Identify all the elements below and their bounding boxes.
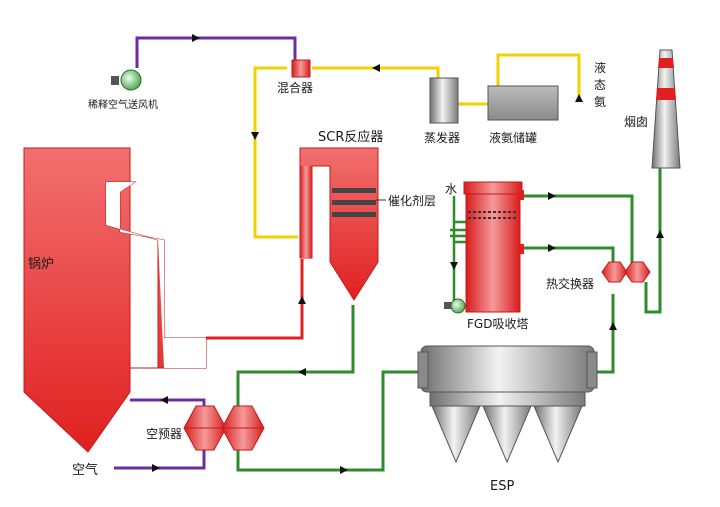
ammonia-pipe-evaporator-to-mixer <box>312 66 440 78</box>
scr-reactor <box>299 147 379 301</box>
flow-arrow <box>609 322 617 330</box>
flue-pipe-preheater-to-esp <box>236 370 421 472</box>
flow-arrow <box>251 132 259 140</box>
flue-pipe-boiler-to-scr <box>206 259 304 340</box>
catalyst-layers <box>332 188 376 217</box>
chimney-label: 烟囱 <box>624 115 648 129</box>
flow-arrow <box>548 192 556 200</box>
esp <box>417 345 598 464</box>
flue-pipe-exchanger-to-fgd <box>520 246 615 262</box>
boiler-label: 锅炉 <box>28 256 54 272</box>
flow-arrow <box>160 396 168 404</box>
evaporator-label: 蒸发器 <box>424 130 460 145</box>
flow-arrow <box>656 230 664 238</box>
flow-arrow <box>575 94 583 102</box>
esp-label: ESP <box>490 479 514 494</box>
flue-pipe-exchanger-to-chimney <box>644 168 662 314</box>
ammonia-tank-label: 液氨储罐 <box>489 130 537 145</box>
mixer <box>291 59 311 78</box>
flow-arrow <box>372 64 380 72</box>
dilution-air-pipe <box>135 36 297 68</box>
air-label: 空气 <box>72 462 98 478</box>
flow-arrow <box>298 368 306 376</box>
dilution-fan-label: 稀释空气送风机 <box>88 98 158 111</box>
mixer-label: 混合器 <box>277 80 313 95</box>
flue-pipe-scr-to-preheater <box>236 305 355 418</box>
evaporator <box>429 77 459 124</box>
air-pipe-to-preheater <box>114 440 206 470</box>
ammonia-pipe-mixer-to-scr <box>253 66 298 239</box>
ammonia-pipe-supply <box>496 53 581 100</box>
flow-arrow <box>152 464 160 472</box>
flow-arrow <box>340 466 348 474</box>
catalyst-layer-label: 催化剂层 <box>388 193 436 208</box>
flow-arrow <box>192 34 200 42</box>
fgd-absorber <box>463 181 524 313</box>
air-preheater <box>183 405 265 451</box>
dilution-air-fan <box>111 69 142 91</box>
flue-pipe-esp-to-exchanger <box>594 294 615 374</box>
flow-arrow <box>298 296 306 304</box>
flue-pipe-fgd-to-exchanger <box>520 194 634 272</box>
boiler <box>23 147 207 453</box>
scr-reactor-label: SCR反应器 <box>318 129 383 145</box>
fgd-spray-layers <box>468 211 518 219</box>
liquid-ammonia-label: 液态氨 <box>594 60 606 109</box>
heat-exchanger <box>601 261 651 283</box>
chimney <box>651 49 681 169</box>
flow-arrow <box>548 244 556 252</box>
water-label: 水 <box>445 182 457 196</box>
fgd-absorber-label: FGD吸收塔 <box>467 317 528 331</box>
ammonia-tank <box>487 85 559 121</box>
air-preheater-label: 空预器 <box>146 427 182 441</box>
heat-exchanger-label: 热交换器 <box>546 276 594 291</box>
flow-arrow <box>450 262 458 270</box>
fgd-pump <box>444 298 466 314</box>
